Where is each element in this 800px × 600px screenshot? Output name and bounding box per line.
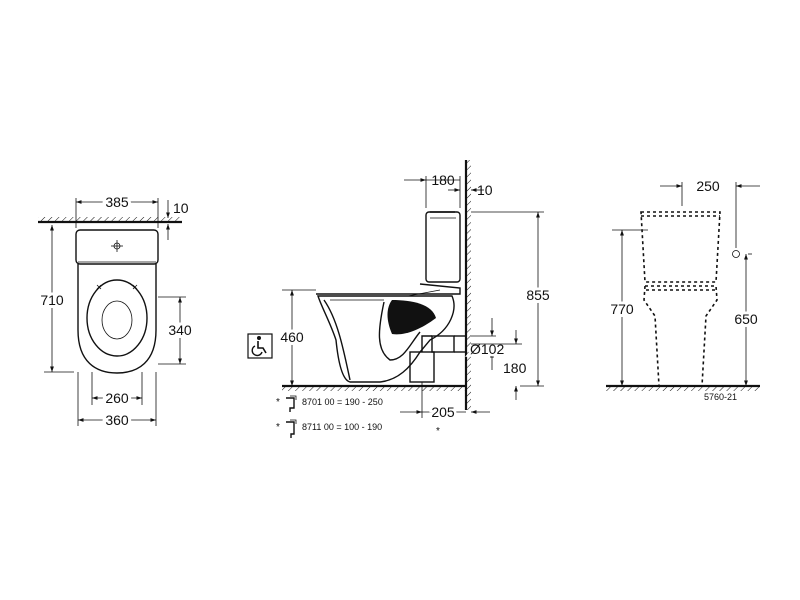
dim-710: 710: [40, 292, 64, 308]
dim-180-tank: 180: [431, 172, 455, 188]
svg-text:8701 00 = 190 - 250: 8701 00 = 190 - 250: [302, 397, 383, 407]
side-view-wall: [464, 160, 471, 410]
star-205: *: [436, 426, 440, 437]
dim-260: 260: [105, 390, 129, 406]
dim-360: 360: [105, 412, 129, 428]
top-view: 385 10 710 340 260 360: [37, 191, 195, 431]
dim-10-side: 10: [477, 182, 493, 198]
svg-text:*: *: [276, 422, 280, 433]
cistern-side: [425, 211, 461, 283]
dim-205: 205: [431, 404, 455, 420]
bowl-outline-side: [317, 295, 455, 383]
inlet-marker: [732, 250, 740, 258]
bowl-front: [643, 285, 718, 387]
reference-code: 5760-21: [704, 392, 737, 402]
hinge-marks: [96, 284, 138, 290]
trap-hatch: [387, 300, 436, 335]
cistern-front: [640, 211, 721, 283]
bowl-outline-top: [77, 264, 157, 374]
bowl-opening-top: [101, 300, 133, 340]
dim-460: 460: [280, 329, 304, 345]
dim-650: 650: [734, 311, 758, 327]
dim-250: 250: [696, 178, 720, 194]
dim-385: 385: [105, 194, 129, 210]
side-view-floor: [282, 384, 466, 391]
bowl-inner-top: [86, 279, 148, 357]
note-8701: * 8701 00 = 190 - 250: [276, 395, 383, 412]
dim-10-top: 10: [173, 200, 189, 216]
front-view-floor: [606, 384, 760, 391]
top-view-wall: [38, 217, 182, 224]
flush-button-top: [111, 240, 123, 252]
svg-text:8711 00 = 100 - 190: 8711 00 = 100 - 190: [302, 422, 382, 432]
dim-770: 770: [610, 301, 634, 317]
tank-outline-top: [75, 229, 159, 265]
note-8711: * 8711 00 = 100 - 190: [276, 419, 382, 438]
dim-340: 340: [168, 322, 192, 338]
dim-180-outlet: 180: [503, 360, 527, 376]
dim-d102: Ø102: [470, 341, 504, 357]
dim-855: 855: [526, 287, 550, 303]
svg-text:*: *: [276, 397, 280, 408]
front-view: 250 770 650 5760-21: [606, 178, 761, 402]
outlet-pipe: [409, 335, 466, 383]
side-view: 180 10 460 855 Ø102 180 205 * *: [247, 160, 553, 438]
bowl-trap-side: [323, 299, 421, 381]
wheelchair-accessible-icon: [247, 333, 273, 359]
